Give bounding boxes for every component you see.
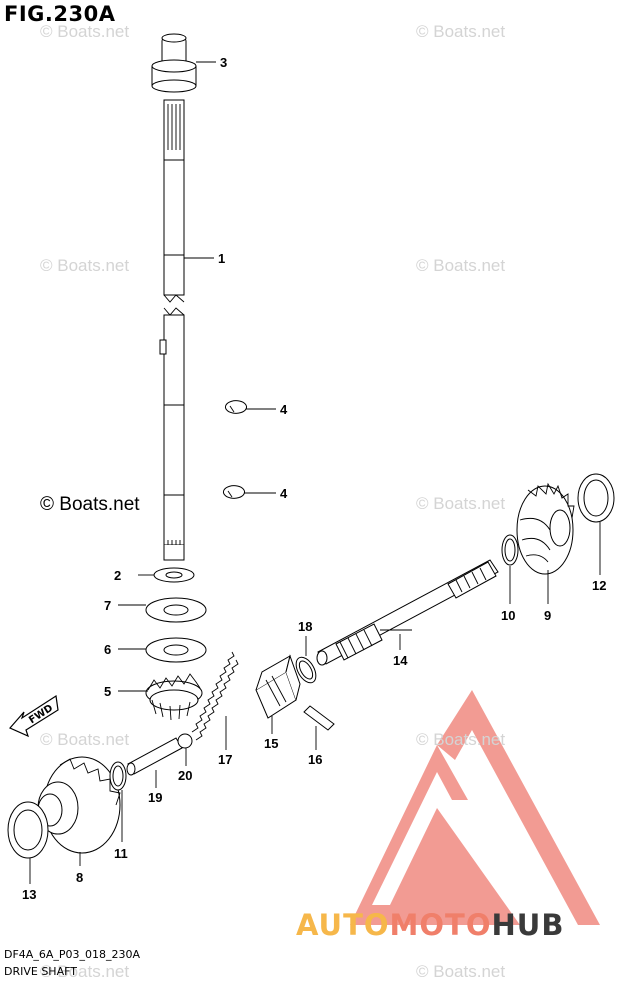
ring-10: [501, 534, 519, 566]
shim-12: [577, 473, 615, 523]
callout-1: 1: [218, 251, 225, 266]
callout-9: 9: [544, 608, 551, 623]
callout-2: 2: [114, 568, 121, 583]
callout-16: 16: [308, 752, 322, 767]
drive-shaft: [159, 99, 185, 561]
callout-12: 12: [592, 578, 606, 593]
watermark: © Boats.net: [416, 22, 506, 41]
washer-6: [145, 637, 207, 663]
callout-4b: 4: [280, 486, 288, 501]
watermark: © Boats.net: [416, 494, 506, 513]
bushing-3: [151, 33, 197, 93]
callout-6: 6: [104, 642, 111, 657]
watermark: © Boats.net: [40, 494, 140, 515]
spring-17: [191, 651, 239, 741]
ball-20: [177, 733, 193, 749]
callout-8: 8: [76, 870, 83, 885]
callouts: 1 2 3 4 4 5 6 7 8 9 10 11 12 13 14 15 16…: [22, 55, 606, 902]
shim-13: [7, 801, 49, 859]
brand-part-moto: MOTO: [389, 908, 492, 942]
callout-3: 3: [220, 55, 227, 70]
pinion-gear-5: [145, 673, 203, 721]
figure-code: DF4A_6A_P03_018_230A: [4, 948, 140, 961]
callout-7: 7: [104, 598, 111, 613]
shim-7: [145, 597, 207, 623]
clutch-15: [255, 654, 301, 719]
callout-11: 11: [114, 846, 128, 861]
logo-mark: [350, 690, 600, 925]
callout-18: 18: [298, 619, 312, 634]
callout-15: 15: [264, 736, 278, 751]
watermark: © Boats.net: [40, 962, 130, 981]
brand-part-hub: HUB: [491, 908, 565, 942]
callout-10: 10: [501, 608, 515, 623]
circlip-lower: [222, 485, 246, 499]
washer-2: [153, 567, 195, 583]
callout-19: 19: [148, 790, 162, 805]
watermark: © Boats.net: [40, 730, 130, 749]
brand-wordmark: AUTOMOTOHUB: [296, 908, 564, 942]
callout-4a: 4: [280, 402, 288, 417]
figure-title: FIG.230A: [4, 2, 116, 26]
reverse-gear-8: [37, 756, 121, 854]
callout-17: 17: [218, 752, 232, 767]
figure-name: DRIVE SHAFT: [4, 965, 77, 978]
propeller-shaft-14: [316, 559, 499, 666]
ring-11: [109, 761, 127, 791]
callout-14: 14: [393, 653, 408, 668]
brand-part-auto: AUTO: [296, 908, 390, 942]
circlip-upper: [224, 400, 248, 414]
callout-5: 5: [104, 684, 111, 699]
watermark: © Boats.net: [416, 962, 506, 981]
watermark: © Boats.net: [416, 256, 506, 275]
leader-lines: [29, 61, 601, 884]
callout-20: 20: [178, 768, 192, 783]
watermark: © Boats.net: [40, 22, 130, 41]
watermark: © Boats.net: [40, 256, 130, 275]
pin-16: [303, 705, 335, 731]
forward-gear-9: [516, 482, 575, 575]
ring-18: [295, 656, 317, 684]
callout-13: 13: [22, 887, 36, 902]
push-rod-19: [126, 737, 183, 776]
watermark: © Boats.net: [416, 730, 506, 749]
